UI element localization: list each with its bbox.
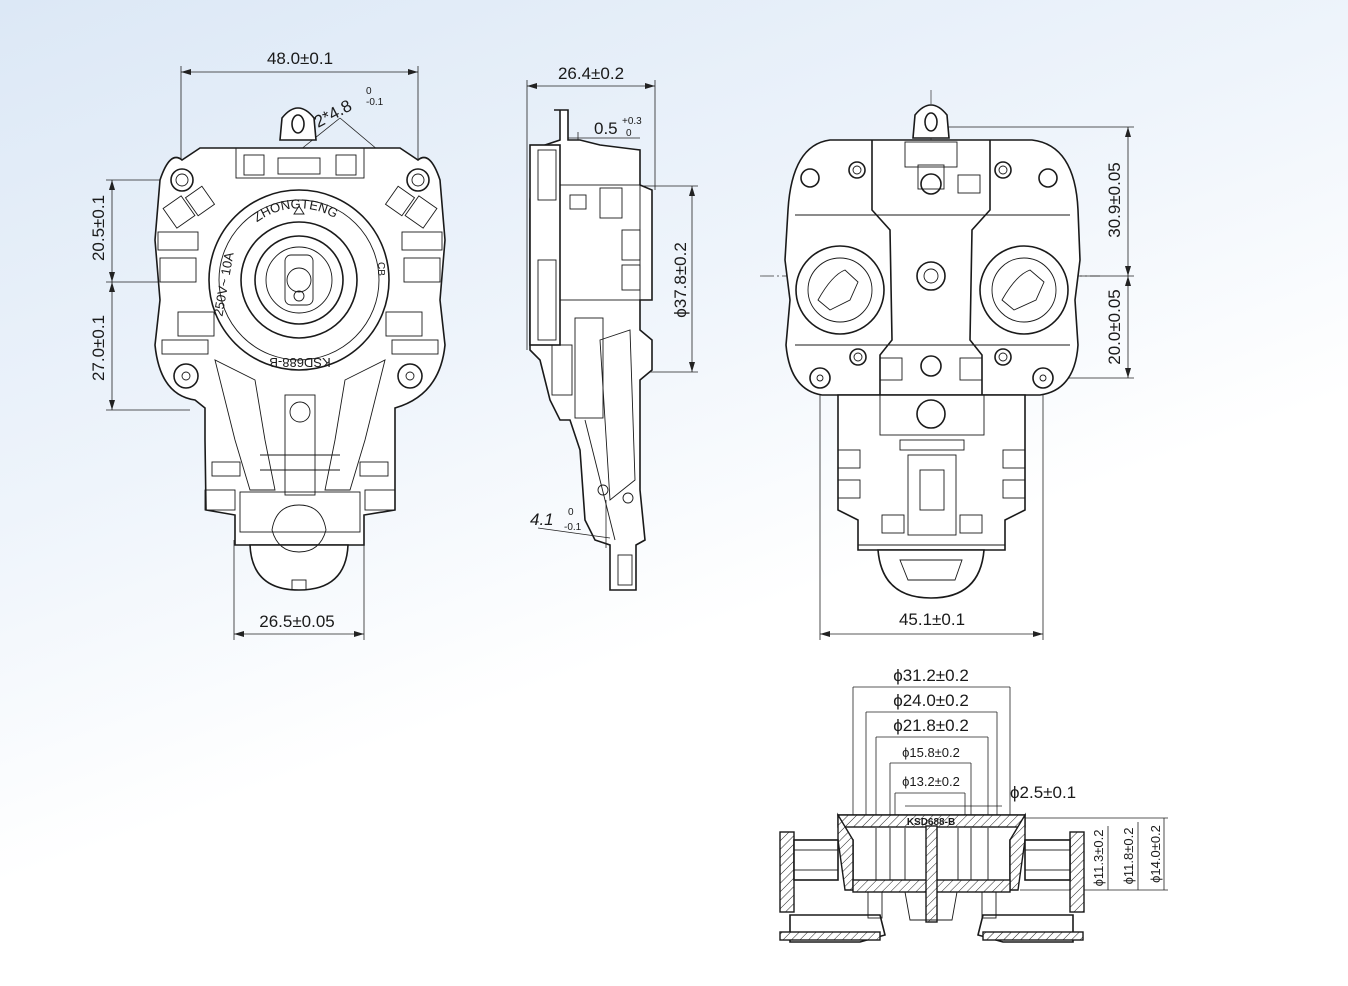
front-bottom-width-dim: 26.5±0.05 [259, 612, 335, 631]
side-offset-dim: 4.1 [530, 510, 554, 529]
front-slot-tol-upper: 0 [366, 86, 372, 97]
side-offset-tol-upper: 0 [568, 507, 574, 518]
front-lower-height-dim: 27.0±0.1 [89, 315, 108, 381]
section-h1-dim: ϕ11.3±0.2 [1091, 830, 1106, 887]
side-diameter-dim: ϕ37.8±0.2 [671, 242, 690, 318]
front-slot-dim: 2*4.8 [311, 96, 355, 131]
side-gap-dim: 0.5 [594, 119, 618, 138]
section-d6-dim: ϕ2.5±0.1 [1010, 783, 1076, 802]
side-width-dim: 26.4±0.2 [558, 64, 624, 83]
back-upper-height-dim: 30.9±0.05 [1105, 162, 1124, 238]
section-d1-dim: ϕ31.2±0.2 [893, 666, 969, 685]
side-gap-tol-lower: 0 [626, 128, 632, 139]
section-h2-dim: ϕ11.8±0.2 [1121, 828, 1136, 885]
front-slot-tol-lower: -0.1 [366, 97, 384, 108]
side-offset-tol-lower: -0.1 [564, 522, 582, 533]
front-view: 48.0±0.1 20.5±0.1 27.0±0.1 26.5±0.05 2*4… [89, 49, 446, 640]
section-d3-dim: ϕ21.8±0.2 [893, 716, 969, 735]
back-width-dim: 45.1±0.1 [899, 610, 965, 629]
front-cb-marking: CB [375, 262, 386, 276]
side-gap-tol-upper: +0.3 [622, 116, 642, 127]
section-d2-dim: ϕ24.0±0.2 [893, 691, 969, 710]
side-view: 26.4±0.2 0.5 +0.3 0 ϕ37.8±0.2 [526, 64, 698, 591]
section-model-marking: KSD688-B [907, 817, 955, 828]
front-model-marking: KSD688-B [269, 355, 330, 370]
back-lower-height-dim: 20.0±0.05 [1105, 289, 1124, 365]
section-view: ϕ31.2±0.2 ϕ24.0±0.2 ϕ21.8±0.2 ϕ15.8±0.2 … [779, 666, 1168, 943]
back-view: 30.9±0.05 20.0±0.05 45.1±0.1 [760, 90, 1134, 640]
section-d5-dim: ϕ13.2±0.2 [902, 774, 960, 789]
front-upper-height-dim: 20.5±0.1 [89, 195, 108, 261]
front-width-dim: 48.0±0.1 [267, 49, 333, 68]
section-h3-dim: ϕ14.0±0.2 [1148, 825, 1163, 883]
section-d4-dim: ϕ15.8±0.2 [902, 745, 960, 760]
